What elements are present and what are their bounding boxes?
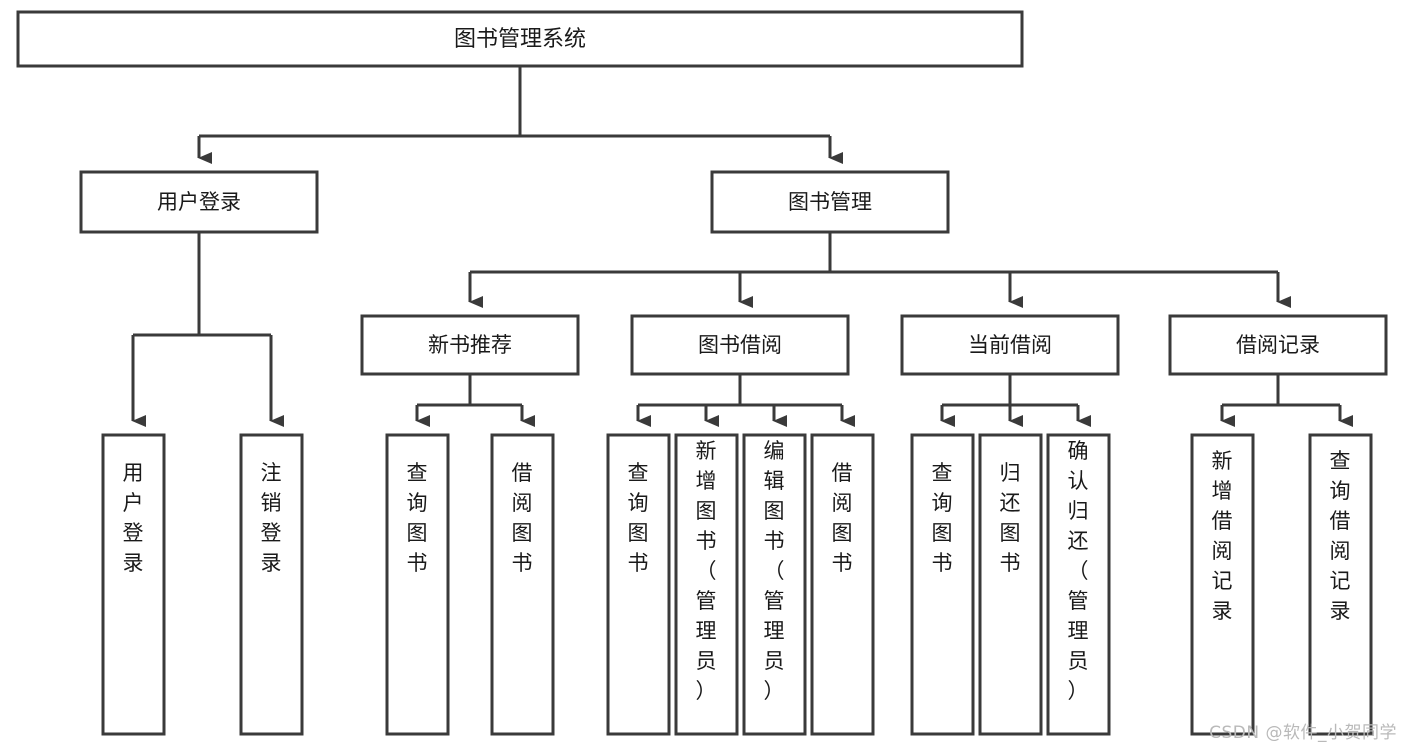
leaf-user-login-login-label: 用户登录 <box>123 461 144 575</box>
node-current-borrow-label: 当前借阅 <box>968 333 1052 357</box>
leaf-borrow-add-book-label: 新增图书（管理员） <box>696 439 717 703</box>
leaf-current-return[interactable]: 归还图书 <box>978 433 1043 736</box>
leaf-records-query-label: 查询借阅记录 <box>1330 449 1351 623</box>
node-root-label: 图书管理系统 <box>454 27 586 52</box>
node-current-borrow[interactable]: 当前借阅 <box>900 314 1120 376</box>
node-book-management[interactable]: 图书管理 <box>710 170 950 234</box>
node-new-book-recommend[interactable]: 新书推荐 <box>360 314 580 376</box>
leaf-borrow-query[interactable]: 查询图书 <box>606 433 671 736</box>
node-new-book-recommend-label: 新书推荐 <box>428 333 512 357</box>
leaf-newbook-borrow-label: 借阅图书 <box>512 461 533 575</box>
node-user-login[interactable]: 用户登录 <box>79 170 319 234</box>
edge-borrow-to-leaves <box>636 374 855 427</box>
edge-bookmgmt-to-level3 <box>468 232 1291 308</box>
leaf-borrow-borrow-book-label: 借阅图书 <box>832 461 853 575</box>
node-book-management-label: 图书管理 <box>788 190 872 214</box>
leaf-user-login-logout[interactable]: 注销登录 <box>239 433 304 736</box>
leaf-current-query-label: 查询图书 <box>932 461 953 575</box>
node-book-borrow[interactable]: 图书借阅 <box>630 314 850 376</box>
leaf-current-return-label: 归还图书 <box>1000 461 1021 575</box>
leaf-records-add-label: 新增借阅记录 <box>1212 449 1233 623</box>
leaf-current-query[interactable]: 查询图书 <box>910 433 975 736</box>
leaf-records-query[interactable]: 查询借阅记录 <box>1308 433 1373 736</box>
leaf-current-confirm-return[interactable]: 确认归还（管理员） <box>1046 433 1111 736</box>
csdn-watermark: CSDN @软件_小贺同学 <box>1209 723 1397 743</box>
node-root-system[interactable]: 图书管理系统 <box>16 10 1024 68</box>
edge-records-to-leaves <box>1220 374 1353 427</box>
edge-current-to-leaves <box>940 374 1091 427</box>
node-book-borrow-label: 图书借阅 <box>698 333 782 357</box>
edge-newbook-to-leaves <box>415 374 535 427</box>
node-borrow-records[interactable]: 借阅记录 <box>1168 314 1388 376</box>
leaf-borrow-add-book[interactable]: 新增图书（管理员） <box>674 433 739 736</box>
leaf-borrow-edit-book[interactable]: 编辑图书（管理员） <box>742 433 807 736</box>
leaf-newbook-borrow[interactable]: 借阅图书 <box>490 433 555 736</box>
leaf-user-login-login[interactable]: 用户登录 <box>101 433 166 736</box>
leaf-borrow-borrow-book[interactable]: 借阅图书 <box>810 433 875 736</box>
leaf-records-add[interactable]: 新增借阅记录 <box>1190 433 1255 736</box>
leaf-newbook-query-label: 查询图书 <box>407 461 428 575</box>
leaf-user-login-logout-label: 注销登录 <box>261 461 282 575</box>
edge-userlogin-to-leaves <box>131 232 284 427</box>
node-borrow-records-label: 借阅记录 <box>1236 333 1320 357</box>
node-user-login-label: 用户登录 <box>157 190 241 214</box>
leaf-newbook-query[interactable]: 查询图书 <box>385 433 450 736</box>
leaf-current-confirm-return-label: 确认归还（管理员） <box>1068 439 1089 703</box>
leaf-borrow-query-label: 查询图书 <box>628 461 649 575</box>
leaf-borrow-edit-book-label: 编辑图书（管理员） <box>764 439 785 703</box>
edge-root-to-level2 <box>197 66 843 164</box>
